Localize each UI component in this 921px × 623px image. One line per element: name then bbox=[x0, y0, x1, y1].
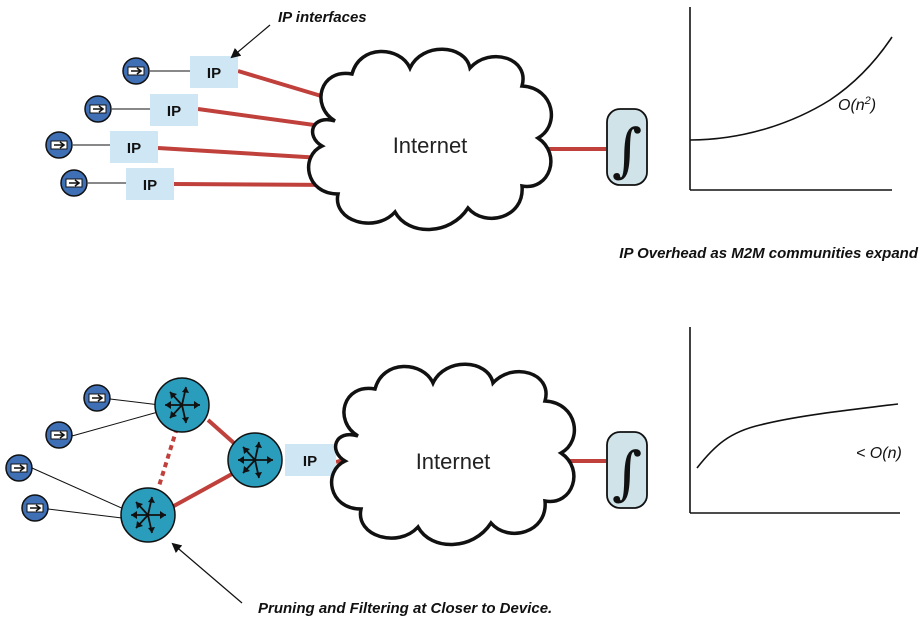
device-icon bbox=[5, 454, 33, 482]
top-caption: IP Overhead as M2M communities expand bbox=[619, 245, 919, 262]
callout-arrow bbox=[230, 24, 271, 59]
ip-interface-box bbox=[190, 56, 238, 88]
sublinear-curve bbox=[696, 403, 899, 469]
device-icon bbox=[45, 421, 73, 449]
backup-link bbox=[157, 427, 179, 487]
curve-label: O(n2) bbox=[838, 95, 876, 114]
cloud-label: Internet bbox=[393, 133, 468, 158]
device-icon bbox=[21, 494, 49, 522]
device-icon bbox=[60, 169, 88, 197]
ip-interface-box bbox=[285, 444, 336, 476]
ip-interfaces-callout: IP interfaces bbox=[278, 9, 367, 26]
integral-symbol: ∫ bbox=[612, 439, 642, 507]
bottom-diagram: IP Internet ∫ < O(n) Pruning and Filteri… bbox=[5, 327, 902, 617]
quadratic-curve bbox=[689, 36, 893, 141]
callout-arrow bbox=[171, 542, 243, 604]
ip-interface-label: IP bbox=[143, 177, 157, 194]
device-icon bbox=[83, 384, 111, 412]
ip-interface-box bbox=[126, 168, 174, 200]
device-icon bbox=[84, 95, 112, 123]
ip-interface-label: IP bbox=[167, 103, 181, 120]
ip-interface-box bbox=[150, 94, 198, 126]
device-icon bbox=[122, 57, 150, 85]
router-link bbox=[171, 472, 233, 509]
ip-interface-box bbox=[110, 131, 158, 163]
ip-interface-label: IP bbox=[207, 65, 221, 82]
router-link bbox=[206, 418, 237, 446]
ip-interface-label: IP bbox=[303, 453, 317, 470]
ip-interface-label: IP bbox=[127, 140, 141, 157]
ip-cloud-link bbox=[157, 146, 339, 161]
ip-cloud-link bbox=[173, 182, 341, 187]
router-icon bbox=[154, 377, 210, 433]
top-diagram: IP IP IP IP IP interfaces Internet ∫ O(n… bbox=[45, 7, 919, 262]
cloud-label: Internet bbox=[416, 449, 491, 474]
device-link bbox=[31, 467, 127, 511]
device-link bbox=[109, 398, 161, 406]
device-link bbox=[71, 411, 159, 437]
device-link bbox=[47, 508, 123, 519]
integral-symbol: ∫ bbox=[612, 116, 642, 184]
bottom-caption: Pruning and Filtering at Closer to Devic… bbox=[258, 600, 552, 617]
router-icon bbox=[120, 487, 176, 543]
router-icon bbox=[227, 432, 283, 488]
device-icon bbox=[45, 131, 73, 159]
curve-label: < O(n) bbox=[856, 445, 902, 462]
